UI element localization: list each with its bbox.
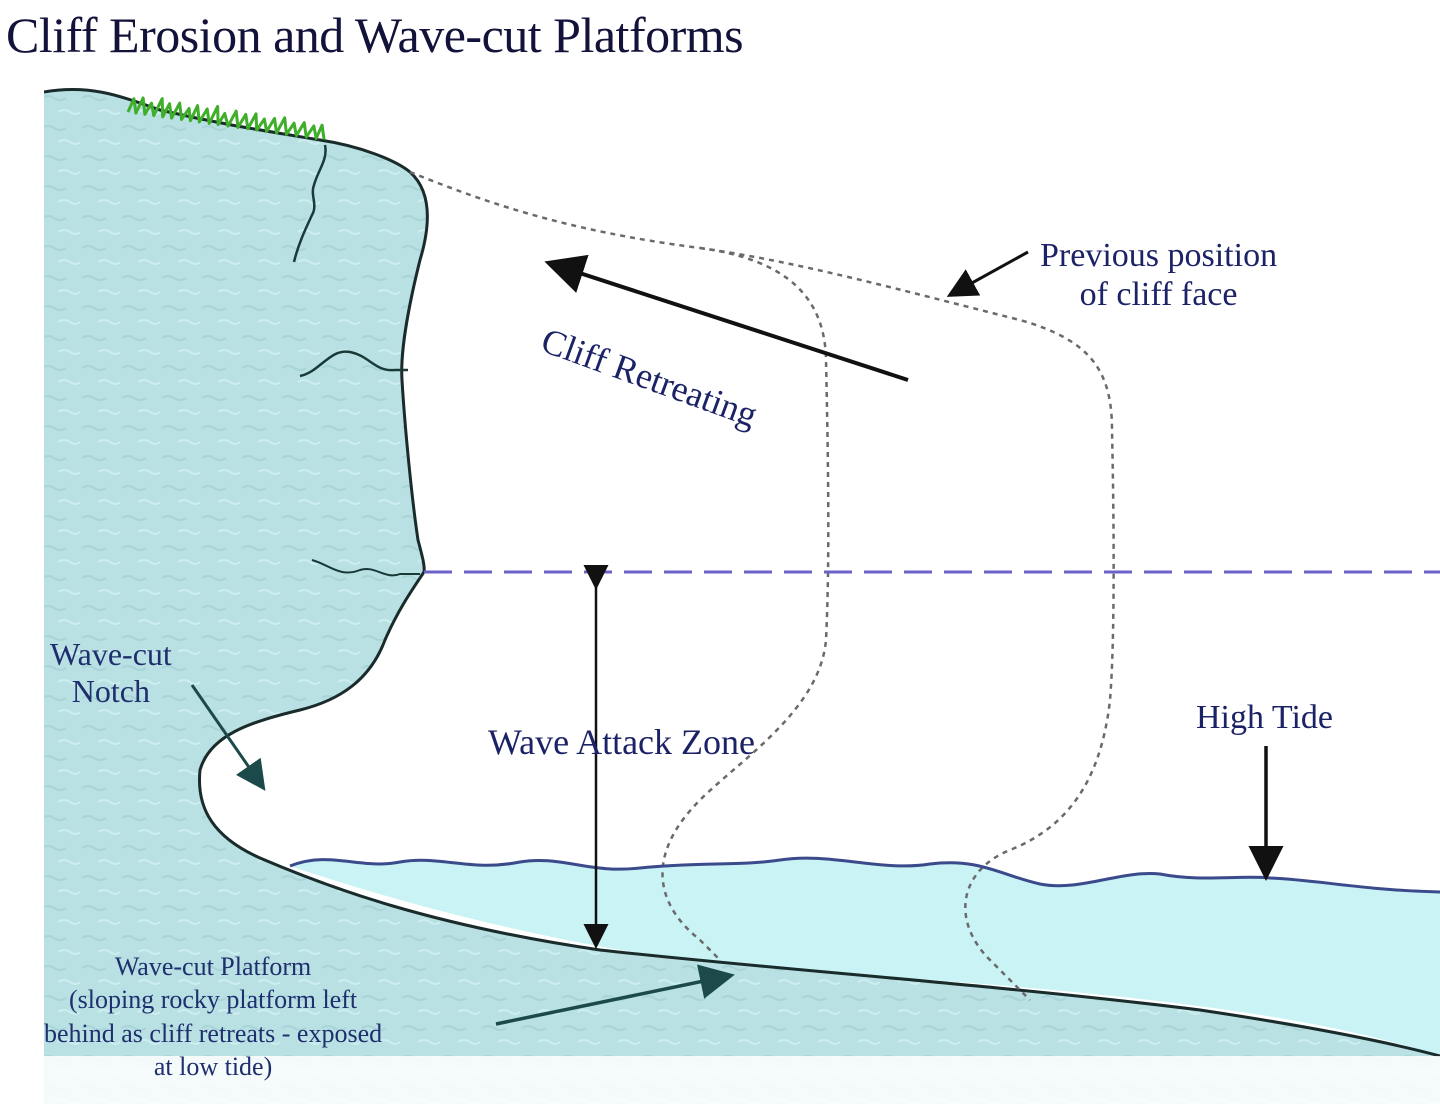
platform-line-3: behind as cliff retreats - exposed <box>44 1018 383 1048</box>
sea-water <box>290 858 1440 1056</box>
previous-cliff-face-2 <box>699 246 1115 1001</box>
previous-position-arrow <box>946 250 1029 297</box>
platform-line-4: at low tide) <box>153 1051 273 1081</box>
high-tide-label: High Tide <box>1196 699 1333 736</box>
crack-middle <box>299 350 408 378</box>
platform-arrow <box>495 964 735 1026</box>
notch-arrow <box>190 684 266 791</box>
diagram-title: Cliff Erosion and Wave-cut Platforms <box>6 7 744 63</box>
crack-lower <box>311 559 420 577</box>
wave-cut-notch-label: Wave-cut Notch <box>50 636 172 710</box>
platform-line-2: (sloping rocky platform left <box>69 985 358 1015</box>
bottom-margin <box>0 1056 1440 1104</box>
notch-line-2: Notch <box>71 672 150 709</box>
wave-attack-zone-label: Wave Attack Zone <box>488 722 755 762</box>
grass <box>126 96 326 140</box>
previous-position-line-2: of cliff face <box>1079 276 1238 314</box>
crack-top <box>292 144 327 263</box>
high-tide-line <box>289 856 1440 894</box>
notch-line-1: Wave-cut <box>50 636 172 672</box>
wave-cut-platform-label: Wave-cut Platform (sloping rocky platfor… <box>44 950 382 1083</box>
cliff-retreating-arrow <box>544 254 909 382</box>
cliff-outline <box>43 87 1440 1058</box>
previous-position-line-1: Previous position <box>1040 237 1278 274</box>
previous-cliff-face-1 <box>409 170 830 961</box>
cliff-rock <box>44 89 1440 1104</box>
left-margin <box>0 80 44 1104</box>
previous-position-label: Previous position of cliff face <box>1040 236 1277 314</box>
platform-line-1: Wave-cut Platform <box>114 952 312 981</box>
